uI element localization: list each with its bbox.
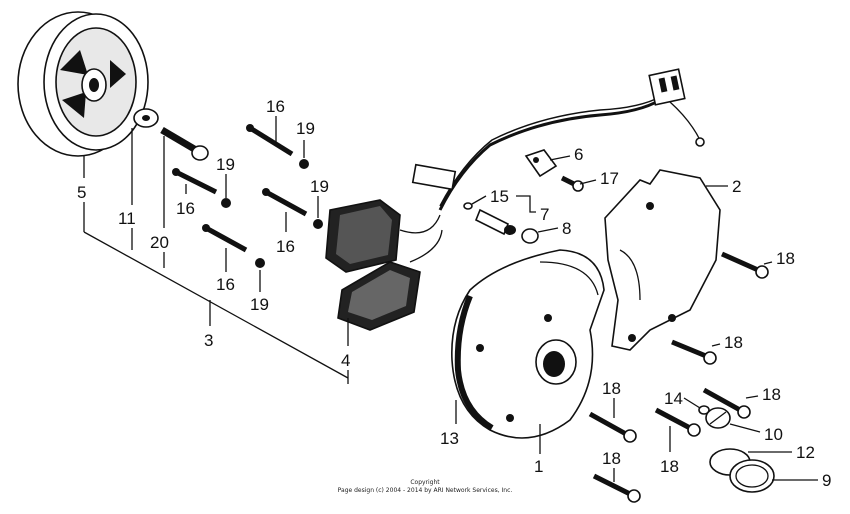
callout-18-e: 18 [660,457,679,476]
washer [133,108,159,128]
callout-7: 7 [540,205,549,224]
wire-clamp [524,149,558,178]
callout-18-b: 18 [724,333,743,352]
bolt-18-b [671,339,717,365]
lock-washer-19-c [313,219,323,229]
callout-18-a: 18 [776,249,795,268]
plug-cap-10 [705,407,731,429]
generator-cover [604,169,721,351]
callout-5: 5 [77,183,86,202]
callout-10: 10 [764,425,783,444]
screw-16-d [202,224,248,253]
callout-16-d: 16 [216,275,235,294]
callout-19-b: 19 [216,155,235,174]
callout-18-f: 18 [602,449,621,468]
wiring-harness [411,68,705,211]
callout-14: 14 [664,389,683,408]
callout-2: 2 [732,177,741,196]
bolt-18-a [720,251,769,279]
callout-18-c: 18 [762,385,781,404]
callout-1: 1 [534,457,543,476]
copyright-line-2: Page design (c) 2004 - 2014 by ARI Netwo… [338,487,513,494]
callout-11: 11 [118,209,136,228]
lock-washer-19-d [255,258,265,268]
screw-16-c [262,188,308,217]
crankcase-cover [451,249,605,439]
callout-16-b: 16 [176,199,195,218]
bolt-18-f [592,473,641,503]
callout-3: 3 [204,331,213,350]
callout-12: 12 [796,443,815,462]
callout-labels: 5 11 20 3 4 16 16 16 16 19 19 19 19 6 17… [77,97,831,490]
callout-20: 20 [150,233,169,252]
leader-lines [83,116,818,482]
rotor-bolt [160,126,209,161]
callout-18-d: 18 [602,379,621,398]
callout-19-d: 19 [250,295,269,314]
callout-4: 4 [341,351,350,370]
inspection-cap-9 [729,459,775,493]
callout-19-c: 19 [310,177,329,196]
o-ring-14 [698,405,710,415]
copyright-line-1: Copyright [410,479,440,486]
lock-washer-19-b [221,198,231,208]
callout-9: 9 [822,471,831,490]
lock-washer-19-a [299,159,309,169]
bolt-18-e [654,407,701,437]
flywheel-rotor [17,11,149,157]
screw-17 [560,175,584,192]
bolt-18-d [588,411,637,443]
callout-17: 17 [600,169,619,188]
callout-15: 15 [490,187,509,206]
callout-16-c: 16 [276,237,295,256]
callout-19-a: 19 [296,119,315,138]
callout-6: 6 [574,145,583,164]
screw-16-a [246,124,294,157]
bolt-18-c [702,387,751,419]
stator-assembly [325,199,443,331]
callout-13: 13 [440,429,459,448]
o-ring-15 [463,202,473,210]
callout-16-a: 16 [266,97,285,116]
cap-8 [521,228,539,244]
callout-8: 8 [562,219,571,238]
grommet-7 [474,208,516,236]
screw-16-b [172,168,218,195]
